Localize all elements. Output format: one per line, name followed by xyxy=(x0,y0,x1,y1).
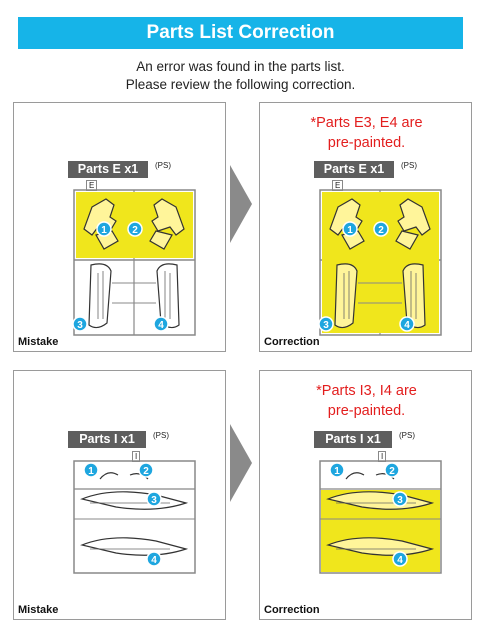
runner-e-mistake-diagram xyxy=(73,189,196,336)
mistake-panel-e: Parts E x1 (PS) E 1 2 3 4 Mistake xyxy=(13,102,226,352)
runner-i-correction-diagram: 1 2 3 4 xyxy=(319,460,442,574)
badge-1: 1 xyxy=(334,466,340,477)
correction-note-line-2: pre-painted. xyxy=(327,135,406,151)
badge-2: 2 xyxy=(143,466,149,477)
badge-4: 4 xyxy=(397,555,403,566)
arrow-right-icon xyxy=(230,165,252,243)
correction-note-line-2: pre-painted. xyxy=(327,403,406,419)
mistake-label: Mistake xyxy=(18,604,59,616)
badge-3: 3 xyxy=(323,320,329,331)
badge-2: 2 xyxy=(389,466,395,477)
page-banner-title: Parts List Correction xyxy=(18,17,463,49)
intro-text: An error was found in the parts list. Pl… xyxy=(0,58,481,94)
runner-letter: E xyxy=(86,180,98,191)
mistake-label: Mistake xyxy=(18,336,59,348)
badge-1: 1 xyxy=(101,225,107,236)
correction-note-line-1: *Parts E3, E4 are xyxy=(310,115,423,131)
runner-letter: I xyxy=(378,451,387,462)
parts-tag: Parts I x1 xyxy=(68,431,146,448)
badge-4: 4 xyxy=(151,555,157,566)
correction-panel-e: *Parts E3, E4 are pre-painted. 1 2 3 4 P… xyxy=(259,102,472,352)
runner-letter: I xyxy=(132,451,141,462)
part-number-badges: 1 2 3 4 xyxy=(72,221,169,332)
correction-label: Correction xyxy=(264,604,320,616)
intro-line-2: Please review the following correction. xyxy=(125,77,356,92)
badge-3: 3 xyxy=(151,495,157,506)
ps-label: (PS) xyxy=(153,431,169,440)
correction-note-line-1: *Parts I3, I4 are xyxy=(316,383,417,399)
mistake-panel-i: 1 2 3 4 Parts I x1 (PS) I Mistake xyxy=(13,370,226,620)
parts-tag: Parts E x1 xyxy=(314,161,394,178)
correction-note: *Parts E3, E4 are pre-painted. xyxy=(260,113,473,153)
intro-line-1: An error was found in the parts list. xyxy=(136,59,345,74)
badge-2: 2 xyxy=(378,225,384,236)
arrow-right-icon xyxy=(230,424,252,502)
badge-3: 3 xyxy=(77,320,83,331)
badge-3: 3 xyxy=(397,495,403,506)
badge-1: 1 xyxy=(88,466,94,477)
badge-1: 1 xyxy=(347,225,353,236)
correction-panel-i: *Parts I3, I4 are pre-painted. 1 2 3 4 P… xyxy=(259,370,472,620)
ps-label: (PS) xyxy=(399,431,415,440)
runner-letter: E xyxy=(332,180,344,191)
parts-tag: Parts E x1 xyxy=(68,161,148,178)
badge-2: 2 xyxy=(132,225,138,236)
runner-i-mistake-diagram: 1 2 3 4 xyxy=(73,460,196,574)
correction-note: *Parts I3, I4 are pre-painted. xyxy=(260,381,473,421)
runner-e-correction-diagram: 1 2 3 4 xyxy=(318,189,442,336)
parts-tag: Parts I x1 xyxy=(314,431,392,448)
ps-label: (PS) xyxy=(401,161,417,170)
badge-4: 4 xyxy=(158,320,164,331)
correction-label: Correction xyxy=(264,336,320,348)
badge-4: 4 xyxy=(404,320,410,331)
ps-label: (PS) xyxy=(155,161,171,170)
